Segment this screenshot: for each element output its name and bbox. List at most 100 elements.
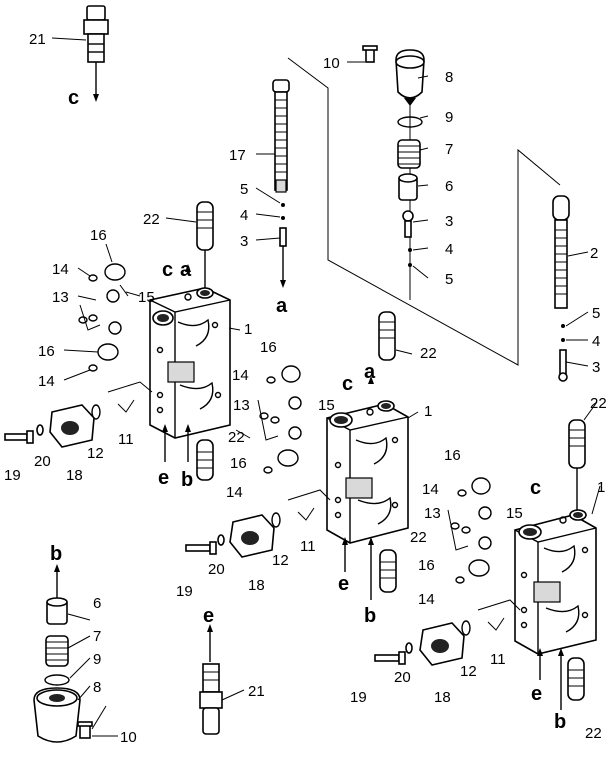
callout-22: 22 — [420, 345, 437, 362]
callout-19: 19 — [350, 689, 367, 706]
callout-13: 13 — [233, 397, 250, 414]
callout-7: 7 — [445, 141, 453, 158]
port-c-right: c — [530, 477, 541, 499]
callout-18: 18 — [434, 689, 451, 706]
flange-18-right — [374, 599, 521, 666]
callout-8: 8 — [93, 679, 101, 696]
callout-16: 16 — [444, 447, 461, 464]
flange-18-middle — [185, 489, 331, 558]
port-b-bottom: b — [50, 543, 62, 565]
port-a-left: a — [180, 259, 192, 281]
cap-8-assembly — [362, 45, 425, 267]
callout-14: 14 — [418, 591, 435, 608]
callout-12: 12 — [87, 445, 104, 462]
relief-valve-21-top — [83, 5, 109, 102]
o-rings-middle — [257, 365, 302, 474]
port-b-middle: b — [364, 605, 376, 627]
o-rings-right — [447, 477, 492, 584]
callout-10: 10 — [323, 55, 340, 72]
callout-21: 21 — [248, 683, 265, 700]
o-rings-left — [78, 263, 129, 372]
callout-16: 16 — [230, 455, 247, 472]
valve-section-1-left — [149, 201, 231, 481]
callout-12: 12 — [460, 663, 477, 680]
callout-4: 4 — [445, 241, 453, 258]
callout-3: 3 — [445, 213, 453, 230]
callout-20: 20 — [34, 453, 51, 470]
callout-19: 19 — [4, 467, 21, 484]
port-e-right: e — [531, 683, 542, 705]
port-e-middle: e — [338, 573, 349, 595]
callout-17: 17 — [229, 147, 246, 164]
callout-22: 22 — [143, 211, 160, 228]
callout-labels: 21 10 8 9 7 6 3 4 5 17 5 4 3 22 2 5 4 3 … — [4, 31, 607, 746]
callout-16: 16 — [260, 339, 277, 356]
callout-13: 13 — [52, 289, 69, 306]
callout-14: 14 — [232, 367, 249, 384]
callout-1: 1 — [597, 479, 605, 496]
callout-9: 9 — [93, 651, 101, 668]
port-c-left: c — [162, 259, 173, 281]
spool-connector-lines — [287, 57, 561, 366]
flange-18-left — [4, 381, 153, 448]
port-a-top: a — [276, 295, 288, 317]
port-e-left: e — [158, 467, 169, 489]
callout-19: 19 — [176, 583, 193, 600]
callout-6: 6 — [445, 178, 453, 195]
relief-valve-21-bottom — [199, 624, 223, 735]
cap-8-bottom-assembly — [33, 564, 93, 743]
callout-3: 3 — [240, 233, 248, 250]
callout-22: 22 — [228, 429, 245, 446]
callout-8: 8 — [445, 69, 453, 86]
callout-11: 11 — [118, 431, 134, 448]
port-c-middle: c — [342, 373, 353, 395]
callout-5: 5 — [592, 305, 600, 322]
callout-14: 14 — [422, 481, 439, 498]
callout-3: 3 — [592, 359, 600, 376]
callout-20: 20 — [208, 561, 225, 578]
callout-14: 14 — [52, 261, 69, 278]
callout-12: 12 — [272, 552, 289, 569]
callout-14: 14 — [38, 373, 55, 390]
callout-16: 16 — [418, 557, 435, 574]
callout-4: 4 — [592, 333, 600, 350]
valve-section-1-middle — [326, 311, 409, 600]
callout-11: 11 — [490, 651, 506, 668]
port-b-right: b — [554, 711, 566, 733]
callout-15: 15 — [318, 397, 335, 414]
callout-22: 22 — [585, 725, 602, 742]
callout-15: 15 — [506, 505, 523, 522]
callout-16: 16 — [90, 227, 107, 244]
callout-16: 16 — [38, 343, 55, 360]
callout-1: 1 — [424, 403, 432, 420]
callout-11: 11 — [300, 538, 316, 555]
callout-13: 13 — [424, 505, 441, 522]
callout-18: 18 — [248, 577, 265, 594]
callout-22: 22 — [410, 529, 427, 546]
port-b-left: b — [181, 469, 193, 491]
callout-20: 20 — [394, 669, 411, 686]
callout-5: 5 — [240, 181, 248, 198]
callout-9: 9 — [445, 109, 453, 126]
spool-2 — [552, 195, 570, 382]
callout-4: 4 — [240, 207, 248, 224]
callout-2: 2 — [590, 245, 598, 262]
callout-14: 14 — [226, 484, 243, 501]
port-letters: c a c a e b c a e b c e b b e — [50, 87, 566, 733]
spool-17 — [272, 79, 290, 288]
callout-1: 1 — [244, 321, 252, 338]
callout-6: 6 — [93, 595, 101, 612]
callout-15: 15 — [138, 289, 155, 306]
callout-21: 21 — [29, 31, 46, 48]
callout-18: 18 — [66, 467, 83, 484]
callout-22: 22 — [590, 395, 607, 412]
callout-5: 5 — [445, 271, 453, 288]
port-c-top: c — [68, 87, 79, 109]
valve-section-1-right — [514, 419, 597, 710]
port-e-bottom: e — [203, 605, 214, 627]
port-a-middle: a — [364, 361, 376, 383]
callout-10: 10 — [120, 729, 137, 746]
leader-lines — [51, 37, 601, 737]
callout-7: 7 — [93, 628, 101, 645]
